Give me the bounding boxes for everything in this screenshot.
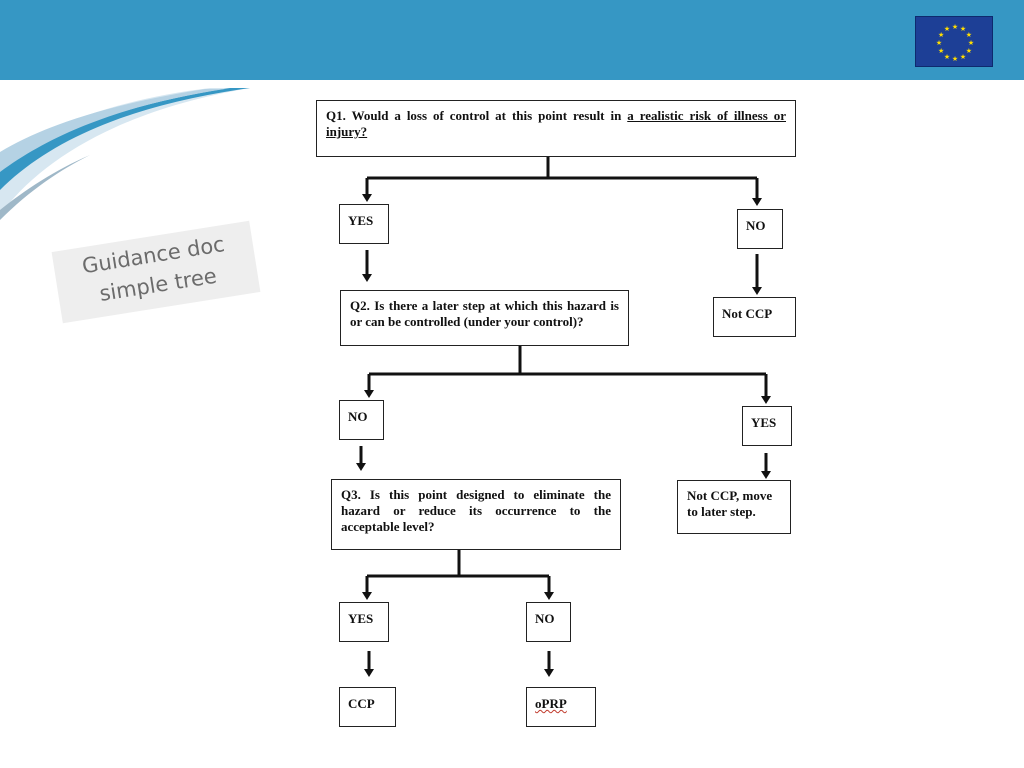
question-3-text: Q3. Is this point designed to eliminate … <box>341 487 611 534</box>
q2-yes-box: YES <box>742 406 792 446</box>
q3-no-label: NO <box>535 611 555 626</box>
q3-yes-label: YES <box>348 611 374 626</box>
eu-stars: ★★★★★★★★★★★★ <box>936 23 974 63</box>
q2-no-label: NO <box>348 409 368 424</box>
question-3-box: Q3. Is this point designed to eliminate … <box>331 479 621 550</box>
q3-yes-box: YES <box>339 602 389 642</box>
flag-star-icon: ★ <box>944 25 950 33</box>
flag-star-icon: ★ <box>960 53 966 61</box>
flag-star-icon: ★ <box>966 31 972 39</box>
q2-no-box: NO <box>339 400 384 440</box>
eu-flag-icon: ★★★★★★★★★★★★ <box>915 16 993 67</box>
q3-no-box: NO <box>526 602 571 642</box>
q1-yes-label: YES <box>348 213 374 228</box>
q1-yes-box: YES <box>339 204 389 244</box>
q3-no-result-box: oPRP <box>526 687 596 727</box>
flag-star-icon: ★ <box>938 31 944 39</box>
question-1-text: Q1. Would a loss of control at this poin… <box>326 108 628 123</box>
q3-yes-result-label: CCP <box>348 696 375 711</box>
flag-star-icon: ★ <box>968 39 974 47</box>
flag-star-icon: ★ <box>960 25 966 33</box>
q1-no-label: NO <box>746 218 766 233</box>
flag-star-icon: ★ <box>938 47 944 55</box>
q1-no-result-label: Not CCP <box>722 306 773 321</box>
flag-star-icon: ★ <box>936 39 942 47</box>
question-1-underlined-text: a realistic risk of illness or injury? <box>326 108 786 139</box>
q2-yes-result-label: Not CCP, move to later step. <box>687 488 773 519</box>
question-2-box: Q2. Is there a later step at which this … <box>340 290 629 346</box>
q2-yes-result-box: Not CCP, move to later step. <box>677 480 791 534</box>
question-1-box: Q1. Would a loss of control at this poin… <box>316 100 796 157</box>
question-2-text: Q2. Is there a later step at which this … <box>350 298 619 329</box>
q3-yes-result-box: CCP <box>339 687 396 727</box>
flag-star-icon: ★ <box>944 53 950 61</box>
flag-star-icon: ★ <box>966 47 972 55</box>
q3-no-result-label: oPRP <box>535 696 567 711</box>
header-bar <box>0 0 1024 80</box>
q1-no-box: NO <box>737 209 783 249</box>
flag-star-icon: ★ <box>952 55 958 63</box>
q2-yes-label: YES <box>751 415 777 430</box>
flag-star-icon: ★ <box>952 23 958 31</box>
q1-no-result-box: Not CCP <box>713 297 796 337</box>
decorative-swoosh <box>0 80 320 220</box>
